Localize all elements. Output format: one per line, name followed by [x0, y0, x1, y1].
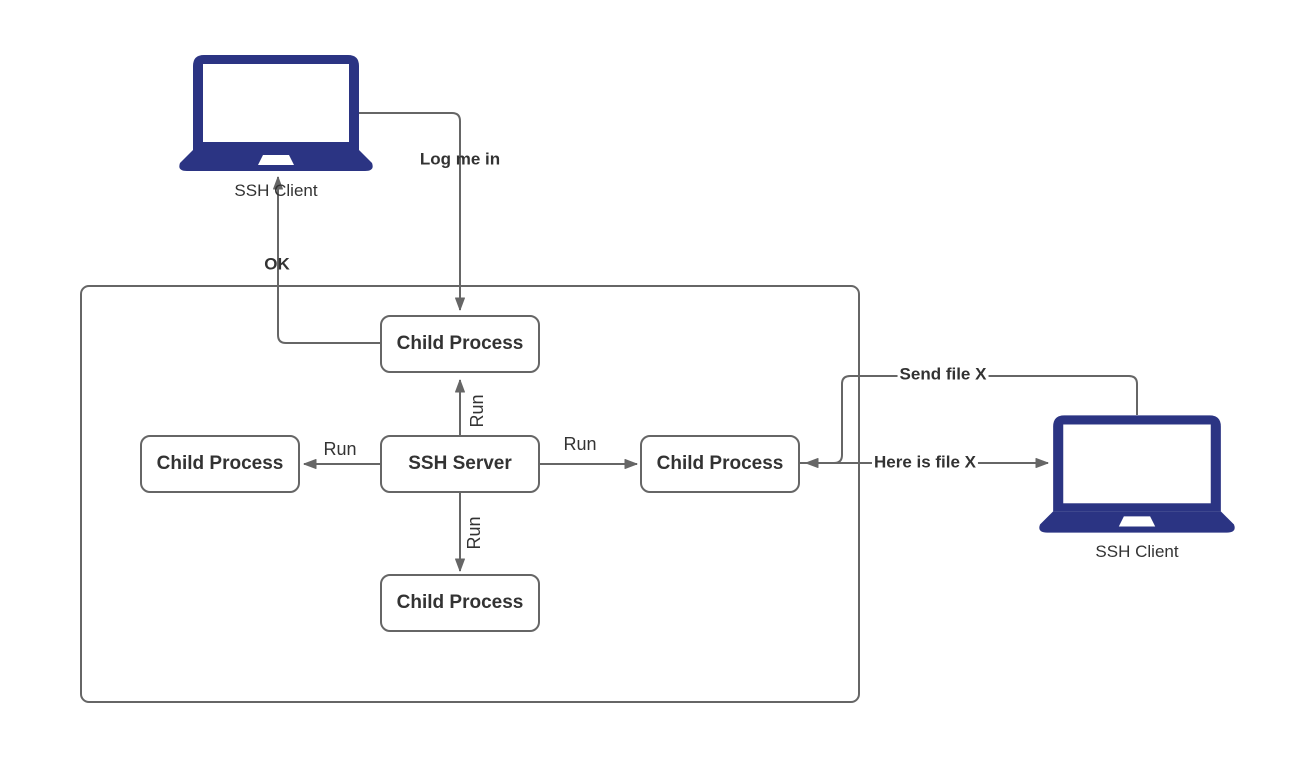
laptop-icon	[1039, 415, 1235, 533]
edge-label-run-down: Run	[464, 516, 485, 550]
node-ssh-server: SSH Server	[380, 435, 540, 493]
edge-send-file	[805, 375, 1138, 468]
edge-label-ok: OK	[264, 254, 290, 274]
edge-label-send-file: Send file X	[897, 364, 989, 385]
node-label: SSH Server	[408, 453, 512, 474]
edge-log-me-in	[358, 112, 465, 311]
edge-label-run-left: Run	[323, 439, 357, 460]
edge-ok	[273, 176, 380, 344]
server-boundary	[80, 285, 860, 703]
edge-label-log-me-in: Log me in	[419, 149, 501, 169]
edge-label-here-is-file: Here is file X	[871, 452, 979, 473]
node-child-process-left: Child Process	[140, 435, 300, 493]
node-label: Child Process	[156, 453, 284, 474]
client-left-label: SSH Client	[234, 181, 318, 200]
node-label: Child Process	[396, 333, 524, 354]
client-right-label: SSH Client	[1095, 542, 1179, 561]
laptop-icon	[179, 55, 373, 171]
edge-label-run-up: Run	[467, 394, 488, 428]
edge-label-run-right: Run	[563, 434, 597, 455]
node-child-process-top: Child Process	[380, 315, 540, 373]
node-label: Child Process	[396, 592, 524, 613]
node-child-process-bottom: Child Process	[380, 574, 540, 632]
node-label: Child Process	[656, 453, 784, 474]
node-child-process-right: Child Process	[640, 435, 800, 493]
